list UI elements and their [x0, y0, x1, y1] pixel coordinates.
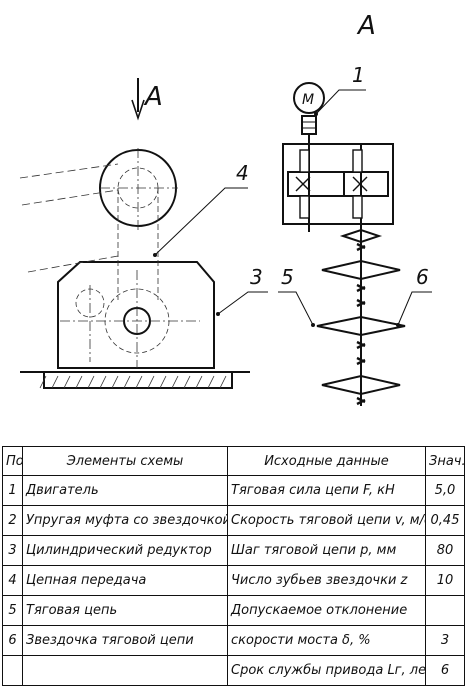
reducer-box — [282, 143, 394, 225]
row-element: Двигатель — [22, 475, 228, 506]
leader-5: 5 — [281, 265, 294, 289]
row-data: скорости моста δ, % — [227, 625, 426, 656]
row-pos: 6 — [2, 625, 23, 656]
view-label-a-right: A — [356, 11, 376, 41]
leader-3: 3 — [250, 265, 263, 289]
row-element: Тяговая цепь — [22, 595, 228, 626]
row-data: Тяговая сила цепи F, кН — [227, 475, 426, 506]
row-data: Допускаемое отклонение — [227, 595, 426, 626]
row-element: Звездочка тяговой цепи — [22, 625, 228, 656]
sprocket-traction-1 — [321, 259, 401, 281]
row-value: 10 — [425, 565, 465, 596]
row-value: 3 — [425, 625, 465, 656]
row-value: 0,45 — [425, 505, 465, 536]
row-value — [425, 595, 465, 626]
header-pos: Поз — [2, 446, 23, 476]
sprocket-traction-2 — [316, 315, 406, 337]
row-value: 5,0 — [425, 475, 465, 506]
header-element: Элементы схемы — [22, 446, 228, 476]
table-header-row: Поз Элементы схемы Исходные данные Знач. — [2, 446, 465, 476]
leader-6: 6 — [416, 265, 429, 289]
sprocket-traction-3 — [321, 374, 401, 396]
row-element: Упругая муфта со звездочкой — [22, 505, 228, 536]
header-value: Знач. — [425, 446, 465, 476]
kinematic-scheme: A A M 1 3 4 5 6 — [19, 11, 432, 406]
row-data: Шаг тяговой цепи p, мм — [227, 535, 426, 566]
motor — [293, 82, 325, 114]
reducer-housing — [57, 261, 215, 369]
leader-4: 4 — [236, 161, 249, 185]
row-value: 80 — [425, 535, 465, 566]
row-element: Цепная передача — [22, 565, 228, 596]
header-data: Исходные данные — [227, 446, 426, 476]
row-pos: 4 — [2, 565, 23, 596]
sprocket-drive — [339, 228, 383, 244]
row-pos: 1 — [2, 475, 23, 506]
view-label-a-left: A — [143, 82, 163, 112]
motor-symbol: M — [302, 92, 314, 108]
foundation-plate — [43, 372, 233, 389]
elastic-coupling — [301, 115, 317, 135]
row-pos: 5 — [2, 595, 23, 626]
row-element: Цилиндрический редуктор — [22, 535, 228, 566]
specification-table: Поз Элементы схемы Исходные данные Знач.… — [2, 446, 465, 686]
gear-pair — [287, 171, 389, 197]
row-value: 6 — [425, 655, 465, 686]
row-pos: 2 — [2, 505, 23, 536]
row-data: Число зубьев звездочки z — [227, 565, 426, 596]
row-data: Срок службы привода Lг, лет — [227, 655, 426, 686]
row-pos — [2, 655, 23, 686]
leader-1: 1 — [352, 63, 365, 87]
row-data: Скорость тяговой цепи v, м/с — [227, 505, 426, 536]
row-element — [22, 655, 228, 686]
row-pos: 3 — [2, 535, 23, 566]
